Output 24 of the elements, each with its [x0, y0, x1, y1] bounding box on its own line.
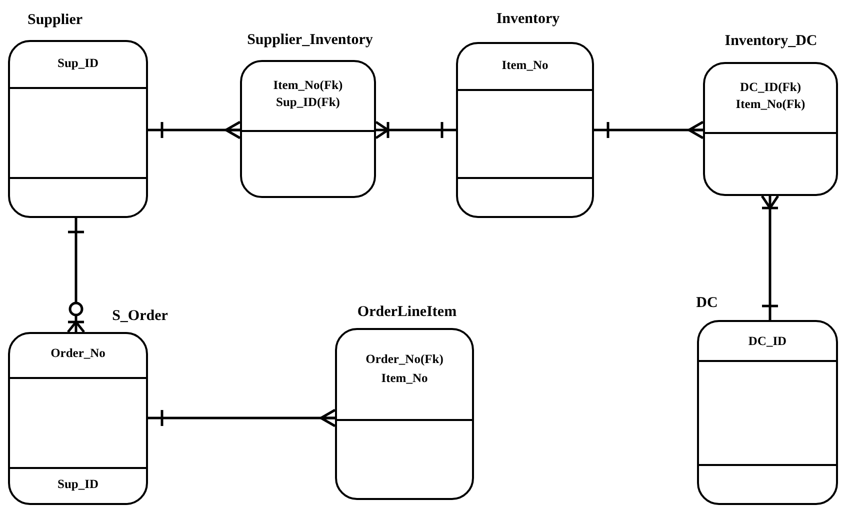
attribute-text: Order_No [50, 346, 106, 361]
attribute-text: Sup_ID [56, 56, 100, 71]
attribute-text: Order_No(Fk) [364, 352, 444, 367]
attribute-text: DC_ID [747, 334, 788, 349]
entity-name: Inventory [495, 11, 561, 28]
relationship-line [148, 120, 242, 140]
relationship-line [760, 194, 780, 320]
entity-name: DC [695, 295, 719, 312]
entity-name: OrderLineItem [356, 304, 458, 321]
attribute-text: Item_No(Fk) [272, 78, 344, 93]
relationship-line [66, 218, 86, 334]
attribute-text: Item_No(Fk) [734, 97, 806, 112]
attribute-text: Sup_ID(Fk) [275, 95, 341, 110]
entity-name: Supplier_Inventory [246, 32, 374, 49]
relationship-line [148, 408, 336, 428]
relationship-line [374, 120, 456, 140]
attribute-text: Item_No [380, 371, 429, 386]
attribute-text: Item_No [500, 58, 550, 73]
attribute-text: DC_ID(Fk) [738, 80, 802, 95]
entity-name: Inventory_DC [724, 33, 818, 50]
attribute-text: Sup_ID [56, 477, 100, 492]
entity-name: Supplier [26, 12, 84, 29]
entity-name: S_Order [111, 308, 169, 325]
relationship-line [594, 120, 704, 140]
